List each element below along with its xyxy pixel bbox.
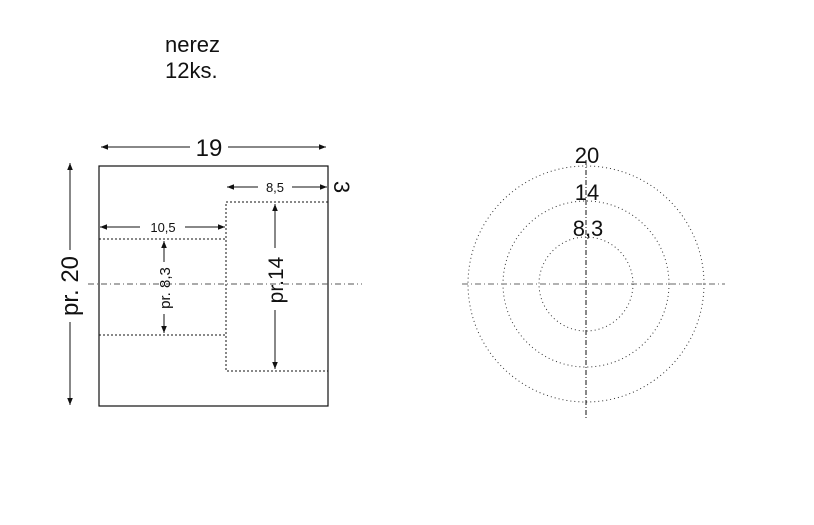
side-view: 19 8,5 3 10,5 pr. 20 pr. 8,3 pr.14 (57, 135, 362, 407)
quantity-note: 12ks. (165, 58, 218, 83)
inner-diameter-label: 8,3 (573, 216, 604, 241)
middle-diameter-label: 14 (575, 180, 599, 205)
material-note: nerez (165, 32, 221, 57)
outer-diameter-dimension: pr. 20 (57, 256, 84, 316)
bore-length-dimension: 10,5 (150, 220, 175, 235)
counterbore-diameter-dimension: pr.14 (265, 256, 288, 303)
end-view: 20 14 8,3 (462, 143, 725, 420)
length-dimension: 19 (196, 135, 223, 162)
body-outline (98, 165, 329, 407)
bore-diameter-dimension: pr. 8,3 (157, 267, 174, 309)
hidden-lines (99, 201, 328, 372)
wall-dimension: 3 (329, 181, 354, 193)
outer-circle (467, 165, 705, 403)
outer-diameter-label: 20 (575, 143, 599, 168)
step-length-dimension: 8,5 (266, 180, 284, 195)
